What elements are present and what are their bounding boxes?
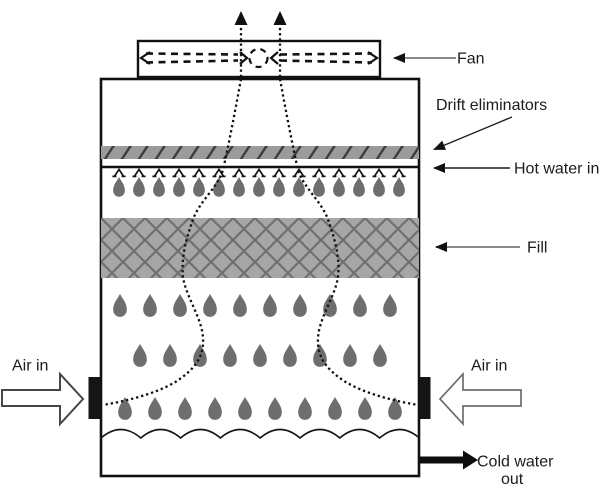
air-plume-line-right bbox=[278, 78, 419, 407]
hot-water-in-label: Hot water in bbox=[514, 161, 599, 178]
cold-water-arrow bbox=[420, 450, 478, 470]
fan-blades bbox=[139, 51, 379, 65]
air-in-right-label: Air in bbox=[471, 358, 507, 375]
exhaust-air-arrows bbox=[234, 11, 287, 77]
droplet-row-3 bbox=[133, 344, 387, 367]
air-inlet-left-louver bbox=[88, 377, 101, 419]
fan-hub bbox=[248, 47, 269, 69]
drift-eliminators-label: Drift eliminators bbox=[436, 97, 547, 114]
air-in-left-label: Air in bbox=[12, 358, 48, 375]
fill-band bbox=[101, 218, 419, 278]
fill-label: Fill bbox=[527, 240, 547, 257]
air-plume-line-left bbox=[102, 78, 243, 407]
basin-water-wave bbox=[100, 428, 420, 440]
air-in-arrow-right bbox=[438, 371, 522, 427]
air-in-arrow-left bbox=[1, 371, 85, 427]
drift-eliminators-pointer-line bbox=[433, 116, 513, 151]
fan-label: Fan bbox=[457, 51, 485, 68]
cold-water-out-label-line2: out bbox=[501, 471, 524, 488]
fan-housing bbox=[136, 39, 382, 79]
air-inlet-right-louver bbox=[419, 377, 431, 419]
drift-eliminator-band bbox=[101, 146, 419, 159]
cold-water-out-label-line1: Cold water bbox=[477, 454, 554, 471]
